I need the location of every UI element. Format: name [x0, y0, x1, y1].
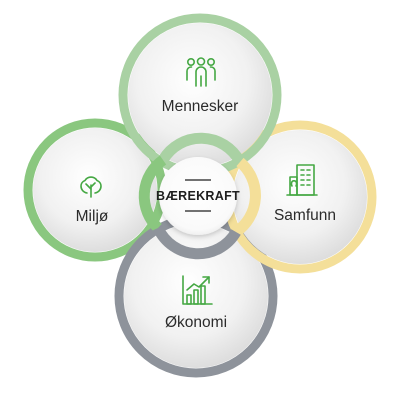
center-ring-right — [232, 157, 261, 237]
pillar-okonomi — [114, 214, 278, 378]
center-ring-left — [138, 155, 167, 232]
pillar-mennesker — [118, 13, 282, 177]
center-circle — [159, 157, 237, 235]
people-icon — [186, 57, 216, 87]
growth-chart-icon — [182, 275, 213, 305]
tree-icon — [80, 176, 102, 198]
okonomi-label: Økonomi — [165, 314, 227, 331]
mennesker-label: Mennesker — [162, 98, 239, 115]
mennesker-circle — [128, 23, 272, 167]
buildings-icon — [286, 164, 318, 196]
center-label: BÆREKRAFT — [156, 189, 240, 203]
miljo-label: Miljø — [76, 208, 109, 225]
miljo-circle — [33, 128, 157, 252]
samfunn-circle — [233, 130, 367, 264]
center-hub — [159, 157, 237, 235]
okonomi-circle — [124, 224, 268, 368]
center-ring-top — [158, 132, 245, 165]
center-ring-bottom — [152, 225, 241, 260]
samfunn-label: Samfunn — [274, 207, 336, 224]
